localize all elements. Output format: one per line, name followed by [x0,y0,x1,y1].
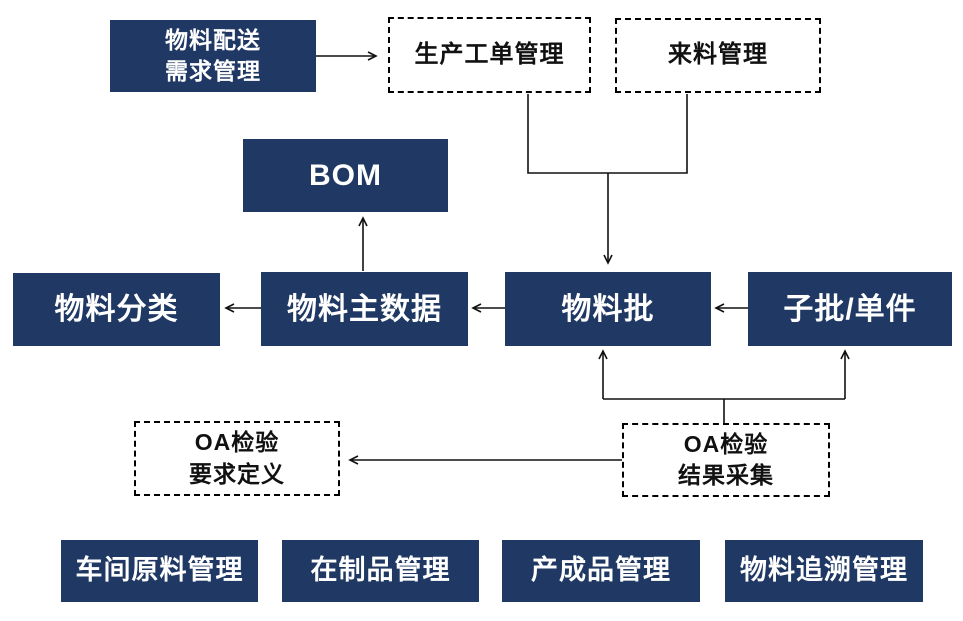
node-incoming-material: 来料管理 [615,18,821,93]
node-material-delivery-demand: 物料配送 需求管理 [110,20,316,92]
node-material-delivery-demand-label: 物料配送 需求管理 [165,26,261,84]
node-qa-inspection-result-collection: OA检验 结果采集 [622,423,830,497]
node-qa-inspection-requirement: OA检验 要求定义 [134,421,340,496]
node-material-batch-label: 物料批 [561,292,655,326]
node-work-in-progress: 在制品管理 [282,540,479,602]
node-material-classification: 物料分类 [13,273,220,346]
node-material-classification-label: 物料分类 [54,293,179,326]
node-material-master-data-label: 物料主数据 [287,292,442,326]
connector-workorder-incoming-join [527,94,688,174]
node-workshop-raw-material-label: 车间原料管理 [75,555,244,586]
node-sub-batch-unit-label: 子批/单件 [783,292,917,326]
connector-qacollection-stem [603,398,845,423]
node-bom-label: BOM [309,159,382,192]
node-material-traceability: 物料追溯管理 [725,540,923,602]
node-material-traceability-label: 物料追溯管理 [740,555,908,586]
node-sub-batch-unit: 子批/单件 [748,272,952,346]
node-bom: BOM [243,139,448,212]
node-production-work-order-label: 生产工单管理 [414,40,565,68]
node-workshop-raw-material: 车间原料管理 [61,540,258,602]
node-finished-goods-label: 产成品管理 [531,555,671,586]
node-material-batch: 物料批 [505,272,711,346]
node-incoming-material-label: 来料管理 [668,41,768,69]
node-qa-inspection-requirement-label: OA检验 要求定义 [189,429,285,487]
node-work-in-progress-label: 在制品管理 [310,555,451,586]
node-material-master-data: 物料主数据 [261,272,468,346]
node-qa-inspection-result-collection-label: OA检验 结果采集 [678,430,774,488]
node-production-work-order: 生产工单管理 [388,17,591,93]
node-finished-goods: 产成品管理 [502,540,700,602]
